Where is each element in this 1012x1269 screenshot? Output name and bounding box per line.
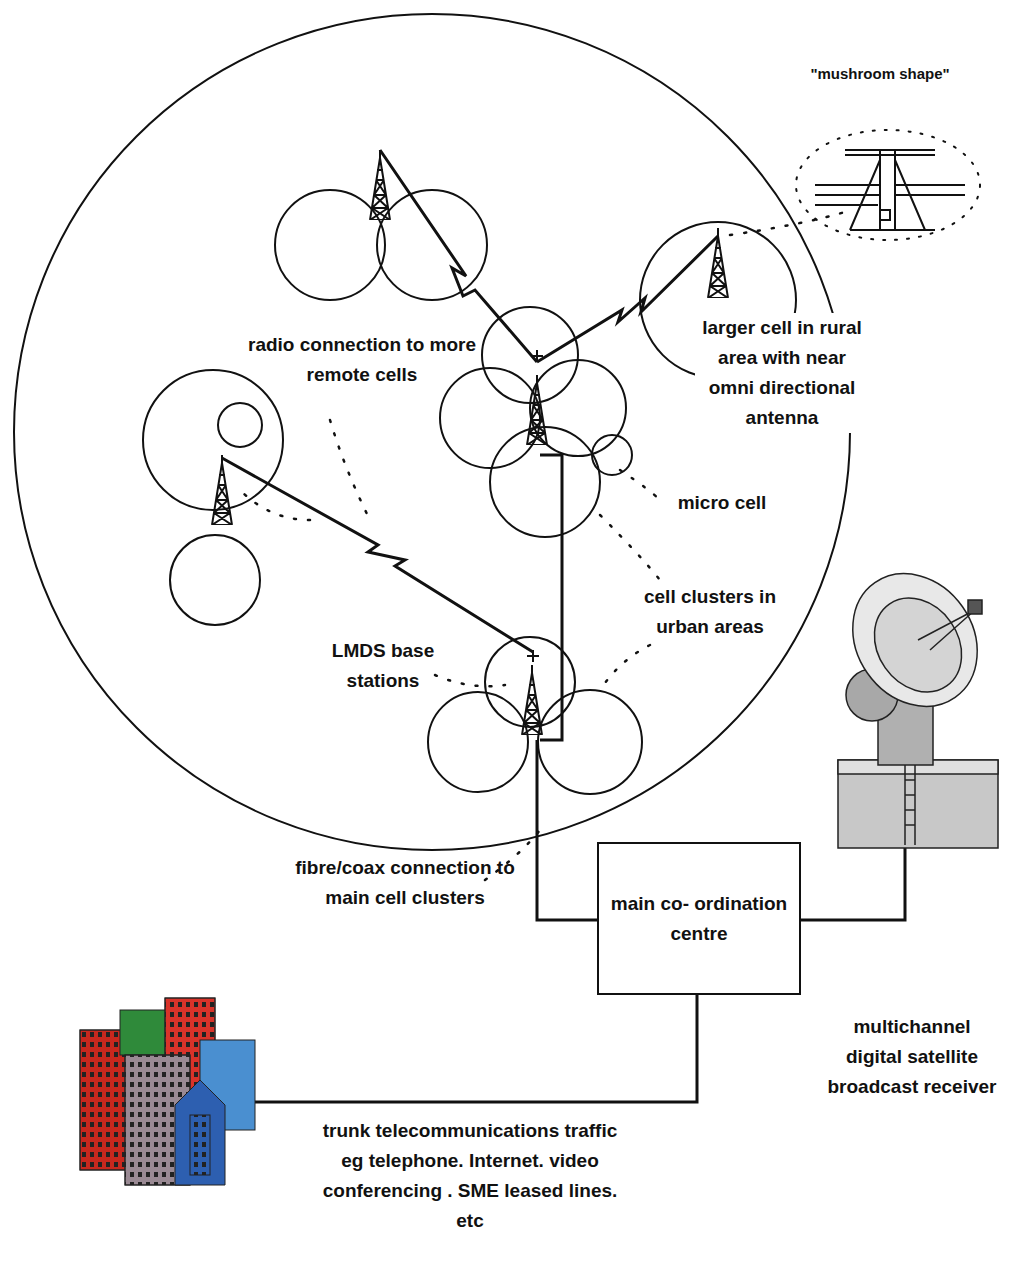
process-box: main co- ordination centre	[597, 842, 801, 995]
annotation-label: larger cell in rural area with near omni…	[695, 313, 869, 433]
annotation-label: fibre/coax connection to main cell clust…	[290, 853, 520, 913]
markers	[527, 350, 543, 662]
city-buildings	[80, 998, 255, 1185]
radio-links	[222, 150, 718, 652]
cells	[143, 190, 796, 794]
annotation-label: micro cell	[652, 488, 792, 518]
annotation-label: "mushroom shape"	[800, 64, 960, 84]
mushroom-antenna	[796, 130, 980, 240]
annotation-label: radio connection to more remote cells	[242, 330, 482, 390]
annotation-label: trunk telecommunications traffic eg tele…	[320, 1116, 620, 1236]
annotation-label: LMDS base stations	[303, 636, 463, 696]
annotation-label: cell clusters in urban areas	[615, 582, 805, 642]
satellite-dish	[827, 549, 1002, 848]
box-text: main co- ordination centre	[599, 883, 799, 955]
fibre-links	[250, 455, 905, 1102]
annotation-label: multichannel digital satellite broadcast…	[826, 1012, 998, 1102]
